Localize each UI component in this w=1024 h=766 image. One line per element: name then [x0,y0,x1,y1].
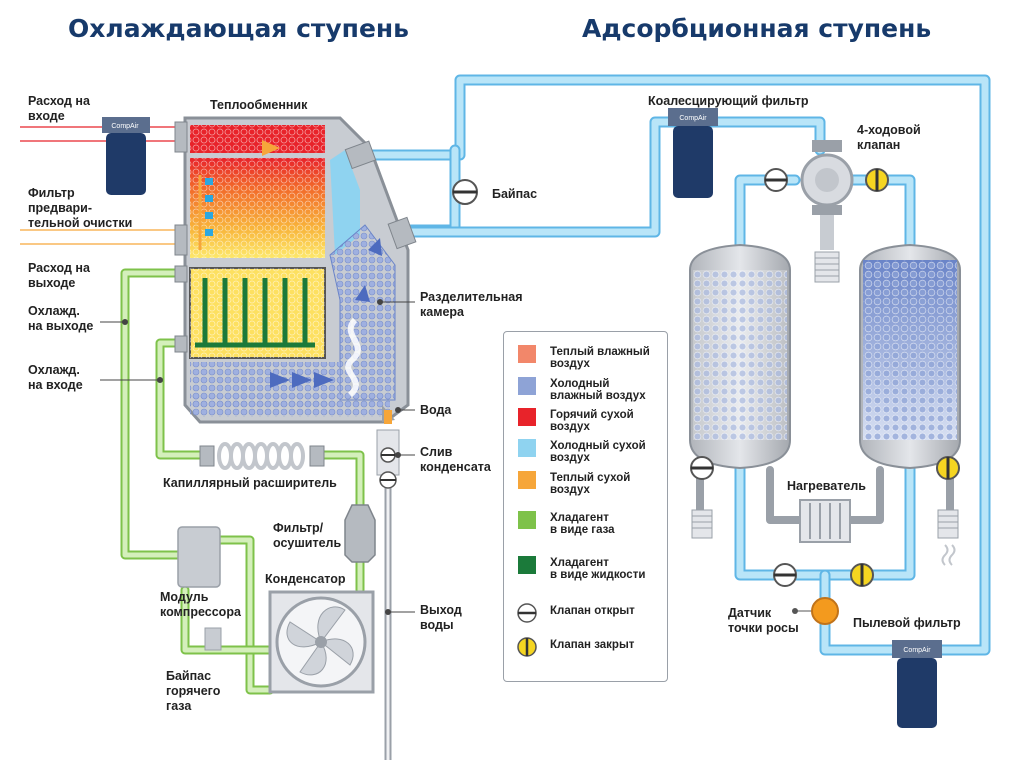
four-way-valve [800,140,854,283]
legend-swatch [518,408,536,426]
label-prefilter: Фильтр предвари- тельной очистки [28,186,133,230]
filter-dryer [344,504,376,563]
valve-open-4way-left [764,168,788,192]
capillary-expander [199,442,325,470]
legend-swatch [518,556,536,574]
adsorption-tower-left [689,243,791,470]
dust-filter: CompAir [892,640,942,728]
label-water: Вода [420,403,452,417]
label-water-outlet: Выход воды [420,603,462,632]
label-condensate-drain: Слив конденсата [420,445,491,474]
compressor-module [177,526,221,588]
coalescing-filter: CompAir [668,108,718,198]
heat-exchanger [174,116,417,424]
valve-closed-bottom [850,563,874,587]
silencer-left [691,509,713,539]
valve-open-bottom [773,563,797,587]
legend-swatch [518,377,536,395]
dust-filter-brand: CompAir [903,647,931,654]
valve-closed-icon [517,637,537,657]
legend-swatch [518,511,536,529]
valve-closed-tower-right [936,456,960,480]
adsorption-tower-right [859,243,961,470]
adsorption-stage-title: Адсорбционная ступень [582,14,932,43]
valve-open-icon [517,603,537,623]
silencer-right [937,509,959,566]
legend-label: Горячий сухой воздух [550,409,634,433]
legend-swatch [518,439,536,457]
label-compressor-module: Модуль компрессора [160,590,241,619]
legend-label: Холодный сухой воздух [550,440,646,464]
label-inlet-flow: Расход на входе [28,94,90,123]
valve-open-tower-left [690,456,714,480]
legend-label: Холодный влажный воздух [550,378,646,402]
label-heat-exchanger: Теплообменник [210,98,308,112]
cooling-stage-title: Охлаждающая ступень [68,14,409,43]
legend-label: Хладагент в виде газа [550,512,615,536]
junction-dots [122,299,401,615]
label-hot-gas-bypass: Байпас горячего газа [166,669,221,713]
coalescing-filter-brand: CompAir [679,115,707,122]
label-coolant-in: Охлажд. на входе [28,363,83,392]
inlet-lines [20,126,180,245]
label-dew-point-sensor: Датчик точки росы [728,606,799,635]
label-filter-dryer: Фильтр/ осушитель [273,521,342,550]
label-coalescing-filter: Коалесцирующий фильтр [648,94,809,108]
label-bypass: Байпас [492,187,538,201]
label-capillary-expander: Капиллярный расширитель [163,476,337,490]
hot-gas-bypass-valve [204,627,222,651]
label-outlet-flow: Расход на выходе [28,261,90,290]
label-separation-chamber: Разделительная камера [420,290,523,319]
prefilter-brand: CompAir [111,123,139,130]
bypass-valve [452,179,478,205]
prefilter: CompAir [102,117,150,195]
condenser [268,590,375,694]
legend-swatch [518,345,536,363]
valve-closed-4way-right [865,168,889,192]
refrigerant-pipes [120,268,365,695]
legend-label: Теплый сухой воздух [550,472,631,496]
legend-label: Клапан закрыт [550,639,635,651]
legend-label: Клапан открыт [550,605,635,617]
legend-label: Хладагент в виде жидкости [550,557,646,581]
legend-label: Теплый влажный воздух [550,346,650,370]
label-coolant-out: Охлажд. на выходе [28,304,94,333]
dew-point-sensor [792,597,839,625]
label-heater: Нагреватель [787,479,866,493]
condensate-drain-valve [376,429,400,489]
legend-swatch [518,471,536,489]
label-dust-filter: Пылевой фильтр [853,616,961,630]
heater [799,499,851,543]
label-four-way-valve: 4-ходовой клапан [857,123,921,152]
label-condenser: Конденсатор [265,572,346,586]
